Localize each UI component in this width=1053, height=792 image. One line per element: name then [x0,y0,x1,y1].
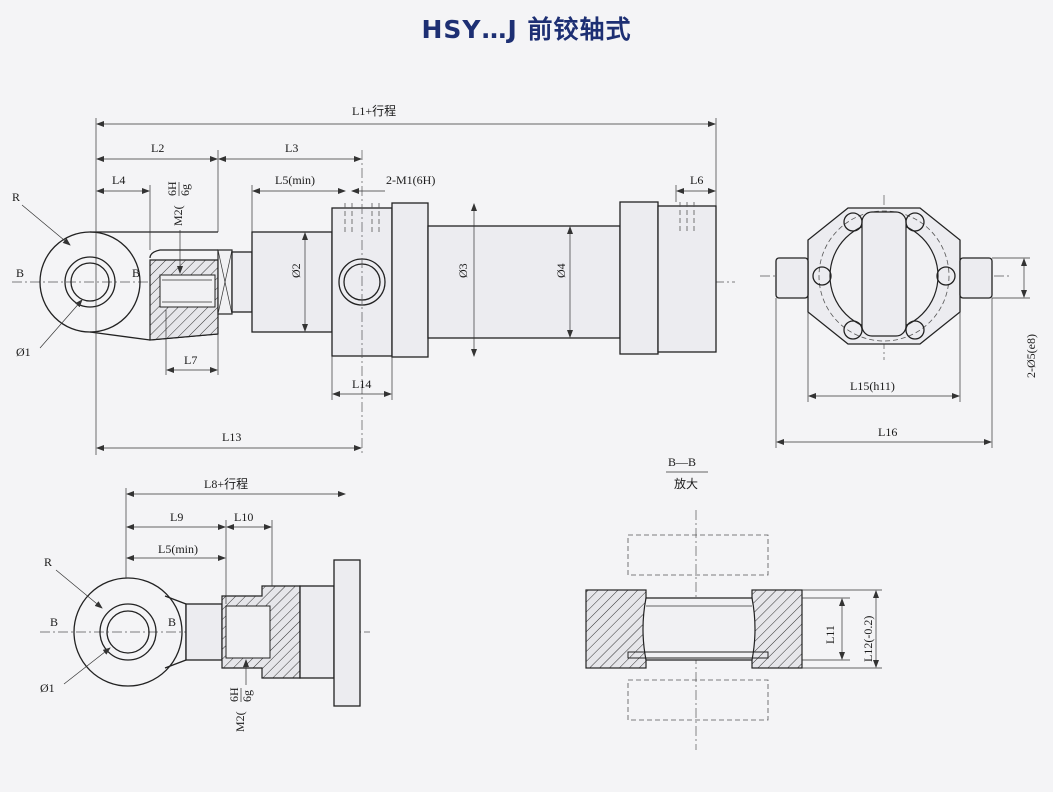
dim-d5: 2-Ø5(e8) [1024,334,1038,378]
dim-m2-thread-lower: M2( 6H 6g [227,687,254,732]
dim-l9: L9 [170,510,183,524]
svg-text:6g: 6g [240,690,254,702]
section-bb: B—B 放大 [585,455,803,750]
dim-l15: L15(h11) [850,379,895,393]
lower-rod-eye-bearing [99,603,157,661]
lower-rod [185,603,223,661]
svg-text:M2(: M2( [171,205,185,226]
label-b-lower-right: B [168,615,176,629]
label-d1-lower: Ø1 [40,681,55,695]
lower-rod-eye-outer [73,577,183,687]
dim-l14: L14 [352,377,371,391]
section-bb-dimensions: L11 L12(-0.2) [802,589,882,669]
side-view-dimensions: L15(h11) L16 2-Ø5(e8) [775,257,1038,448]
front-view-dimensions: L1+行程 L2 L3 L4 L5(min) 2-M1(6H) L6 M2( 6… [12,103,717,455]
dim-l8-stroke: L8+行程 [204,476,248,491]
front-flange [391,202,429,358]
dim-l4: L4 [112,173,125,187]
dim-m2-thread: M2( 6H 6g [165,181,192,226]
svg-text:6H: 6H [165,181,179,196]
lower-gland [299,585,335,679]
dim-l2: L2 [151,141,164,155]
spherical-bearing [642,597,756,661]
dim-l5-min-lower: L5(min) [158,542,198,556]
dim-l7: L7 [184,353,197,367]
rod-gland [251,231,333,333]
section-note: 放大 [674,476,698,491]
side-view [760,195,1010,360]
dim-l10: L10 [234,510,253,524]
front-view [12,150,735,455]
section-left-body [585,589,647,669]
dim-d2: Ø2 [289,263,303,278]
svg-text:6g: 6g [178,184,192,196]
dim-l16: L16 [878,425,897,439]
label-b-right: B [132,266,140,280]
cylinder-tube [427,225,621,339]
dim-l13: L13 [222,430,241,444]
lower-view-dimensions: L8+行程 L9 L10 L5(min) M2( 6H 6g R B B Ø1 [40,476,346,732]
dim-l12: L12(-0.2) [861,616,875,662]
label-b-left: B [16,266,24,280]
rear-cap [619,201,659,355]
label-r-lower: R [44,555,52,569]
lower-flange [333,559,361,707]
svg-text:M2(: M2( [233,711,247,732]
dim-d4: Ø4 [554,263,568,278]
trunnion-pin-right [959,257,993,299]
lower-view [40,559,370,707]
dim-l6: L6 [690,173,703,187]
diagram-title: HSY…J 前铰轴式 [421,15,632,44]
dim-l5-min: L5(min) [275,173,315,187]
dim-2-m1: 2-M1(6H) [386,173,435,187]
piston-rod [231,251,253,313]
dim-d3: Ø3 [456,263,470,278]
section-right-body [751,589,803,669]
section-title: B—B [668,455,696,469]
rod-eye-bearing [64,256,116,308]
label-d1: Ø1 [16,345,31,359]
label-b-lower-left: B [50,615,58,629]
trunnion-pin-left [775,257,809,299]
dim-l11: L11 [823,625,837,644]
dim-l3: L3 [285,141,298,155]
svg-text:6H: 6H [227,687,241,702]
label-r-radius: R [12,190,20,204]
dim-l1-stroke: L1+行程 [352,103,396,118]
